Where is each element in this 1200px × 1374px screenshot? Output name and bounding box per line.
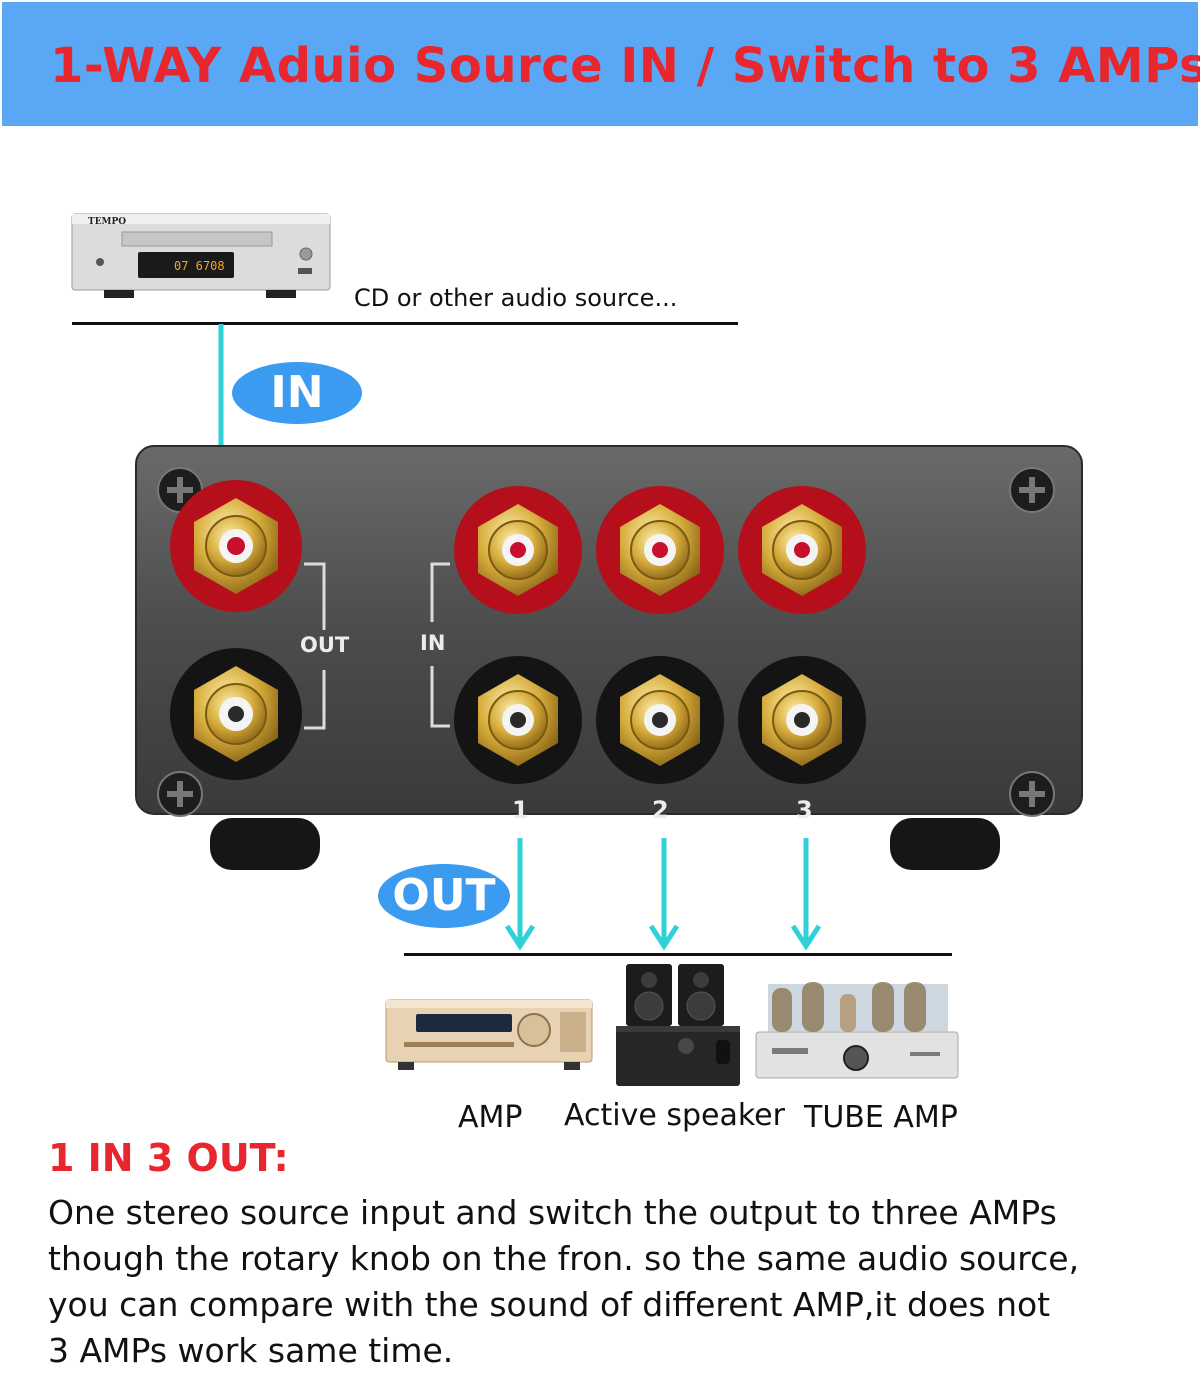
channel-label-3: 3 <box>796 796 813 824</box>
rca-jack-output-2-black <box>596 656 724 784</box>
rca-jack-output-1-red <box>454 486 582 614</box>
out-arrow-3 <box>790 838 822 951</box>
switch-rear-panel: OUT IN <box>135 445 1083 870</box>
out-badge: OUT <box>378 864 510 928</box>
device-label-active-speaker: Active speaker <box>564 1098 785 1133</box>
output-divider <box>404 953 952 956</box>
source-divider <box>72 322 738 325</box>
amp-image <box>385 999 593 1070</box>
rca-jack-output-3-red <box>738 486 866 614</box>
rca-jack-output-1-black <box>454 656 582 784</box>
device-label-amp: AMP <box>458 1100 523 1135</box>
cd-display: 07 6708 <box>174 259 225 273</box>
out-arrow-1 <box>504 838 536 951</box>
rca-jack-output-2-red <box>596 486 724 614</box>
page-title: 1-WAY Aduio Source IN / Switch to 3 AMPs <box>50 38 1200 94</box>
summary-description: One stereo source input and switch the o… <box>48 1190 1168 1374</box>
panel-out-label: OUT <box>300 633 350 657</box>
cd-player-image: TEMPO 07 6708 <box>71 213 331 298</box>
rca-jack-input-red <box>170 480 302 612</box>
tube-amp-image <box>755 982 959 1079</box>
summary-line-3: you can compare with the sound of differ… <box>48 1285 1051 1324</box>
summary-line-4: 3 AMPs work same time. <box>48 1331 454 1370</box>
summary-line-1: One stereo source input and switch the o… <box>48 1193 1057 1232</box>
panel-in-label: IN <box>420 631 445 655</box>
cd-brand: TEMPO <box>88 217 126 227</box>
summary-line-2: though the rotary knob on the fron. so t… <box>48 1239 1080 1278</box>
rca-jack-input-black <box>170 648 302 780</box>
rca-jack-output-3-black <box>738 656 866 784</box>
channel-label-1: 1 <box>512 796 529 824</box>
device-label-tube-amp: TUBE AMP <box>804 1100 958 1135</box>
summary-heading: 1 IN 3 OUT: <box>48 1136 289 1180</box>
source-caption: CD or other audio source... <box>354 284 678 312</box>
header-banner: 1-WAY Aduio Source IN / Switch to 3 AMPs <box>2 2 1200 126</box>
in-badge: IN <box>232 362 362 424</box>
out-arrow-2 <box>648 838 680 951</box>
channel-label-2: 2 <box>652 796 669 824</box>
active-speaker-image <box>616 964 740 1086</box>
